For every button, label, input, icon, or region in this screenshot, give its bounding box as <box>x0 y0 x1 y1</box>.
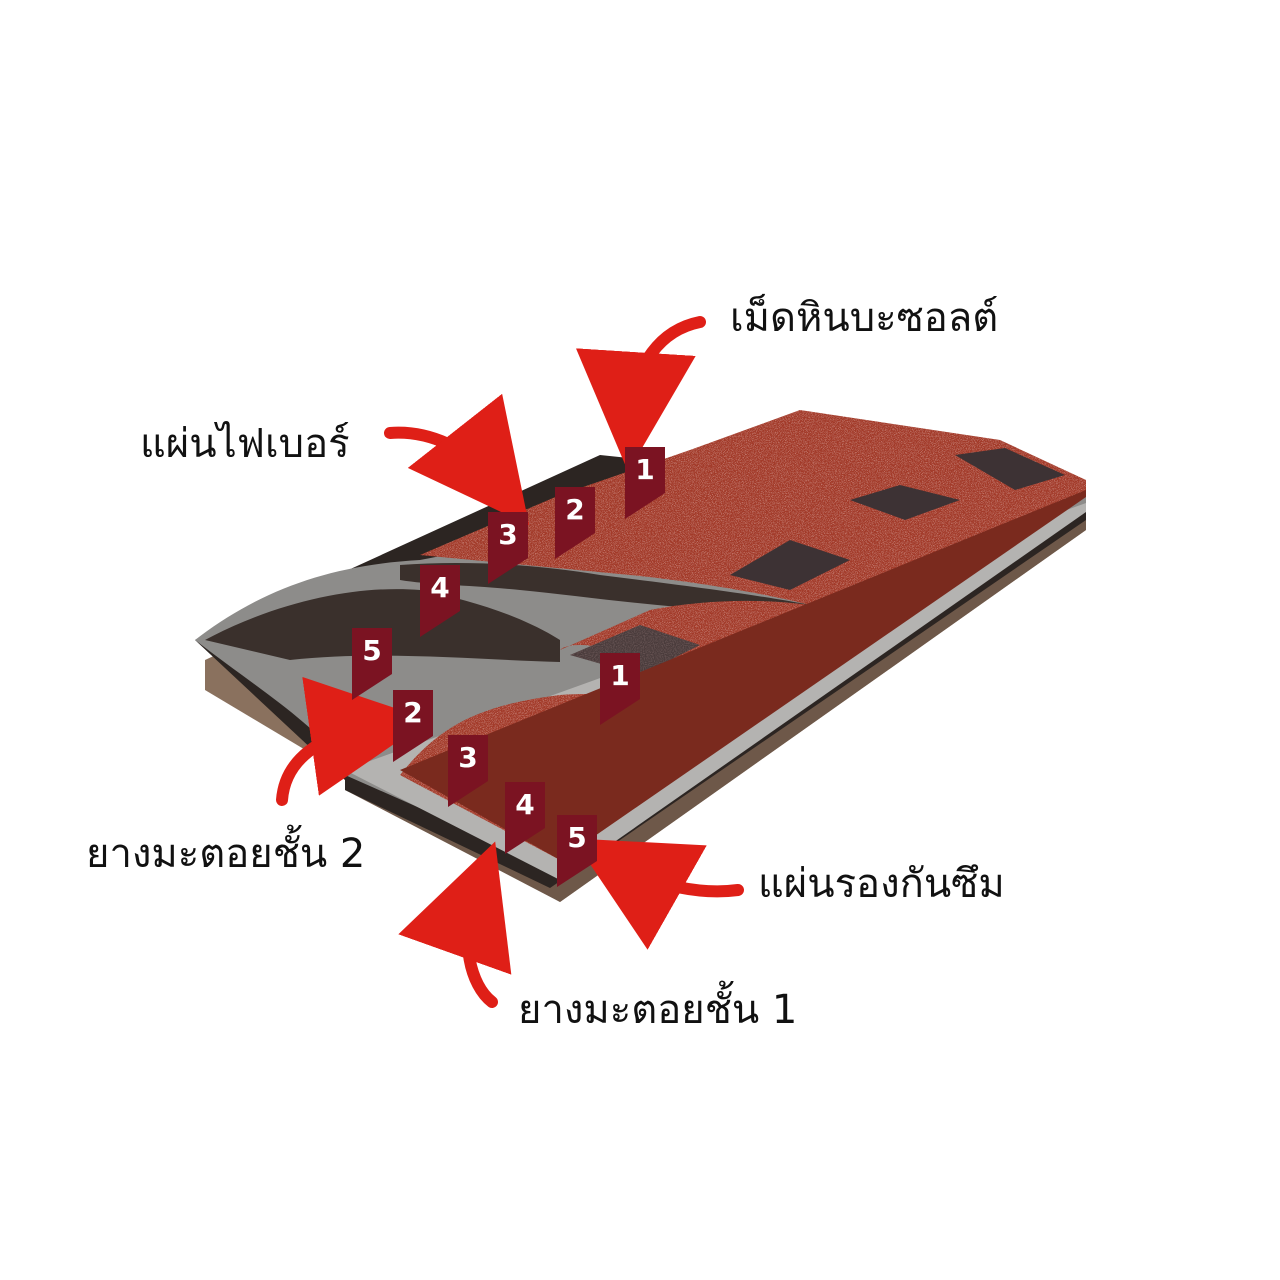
marker-upper-5-shape <box>352 628 392 700</box>
asphalt-2-wedge-shape <box>205 589 560 662</box>
marker-upper-2: 2 <box>555 487 595 559</box>
marker-upper-5: 5 <box>352 628 392 700</box>
arrow-fiber <box>384 393 530 526</box>
arrow-asphalt1 <box>398 841 512 1008</box>
marker-upper-5-label: 5 <box>362 634 381 667</box>
marker-lower-5: 5 <box>557 815 597 887</box>
marker-lower-1: 1 <box>600 653 640 725</box>
marker-upper-3-shape <box>488 512 528 584</box>
tab-cutout-2 <box>730 540 850 590</box>
label-asphalt-layer-2: ยางมะตอยชั้น 2 <box>86 831 366 877</box>
marker-lower-3-shape <box>448 735 488 807</box>
marker-lower-2-label: 2 <box>403 696 422 729</box>
marker-upper-4-label: 4 <box>430 571 449 604</box>
marker-lower-1-label: 1 <box>610 659 629 692</box>
marker-lower-2: 2 <box>393 690 433 762</box>
asphalt-2-ribbon-shape <box>400 563 810 610</box>
label-basalt-granules: เม็ดหินบะซอลต์ <box>730 295 999 341</box>
marker-upper-1-shape <box>625 447 665 519</box>
arrow-basalt <box>575 316 706 472</box>
label-fiber-sheet: แผ่นไฟเบอร์ <box>140 421 350 467</box>
asphalt-layer-2 <box>205 563 810 662</box>
markers-lower: 1 2 3 4 5 <box>393 653 640 887</box>
marker-upper-1-label: 1 <box>635 453 654 486</box>
marker-upper-3: 3 <box>488 512 528 584</box>
marker-upper-2-label: 2 <box>565 493 584 526</box>
marker-lower-1-shape <box>600 653 640 725</box>
marker-lower-4-label: 4 <box>515 788 534 821</box>
tab-cutout-1 <box>850 485 960 520</box>
label-asphalt-layer-1: ยางมะตอยชั้น 1 <box>518 987 798 1033</box>
marker-upper-3-label: 3 <box>498 518 517 551</box>
marker-upper-1: 1 <box>625 447 665 519</box>
markers-upper: 1 2 3 4 5 <box>352 447 665 700</box>
marker-lower-4: 4 <box>505 782 545 854</box>
marker-upper-4-shape <box>420 565 460 637</box>
tab-cutout-3 <box>955 448 1065 490</box>
marker-lower-5-label: 5 <box>567 821 586 854</box>
marker-lower-4-shape <box>505 782 545 854</box>
marker-lower-3: 3 <box>448 735 488 807</box>
marker-lower-3-label: 3 <box>458 741 477 774</box>
marker-upper-4: 4 <box>420 565 460 637</box>
arrow-asphalt2 <box>276 676 430 806</box>
granule-edge-shape <box>400 490 1086 860</box>
callout-arrows <box>276 316 744 1008</box>
marker-lower-2-shape <box>393 690 433 762</box>
marker-lower-5-shape <box>557 815 597 887</box>
label-underlay-sheet: แผ่นรองกันซึม <box>758 861 1005 907</box>
marker-upper-2-shape <box>555 487 595 559</box>
arrow-underlay <box>572 838 744 950</box>
